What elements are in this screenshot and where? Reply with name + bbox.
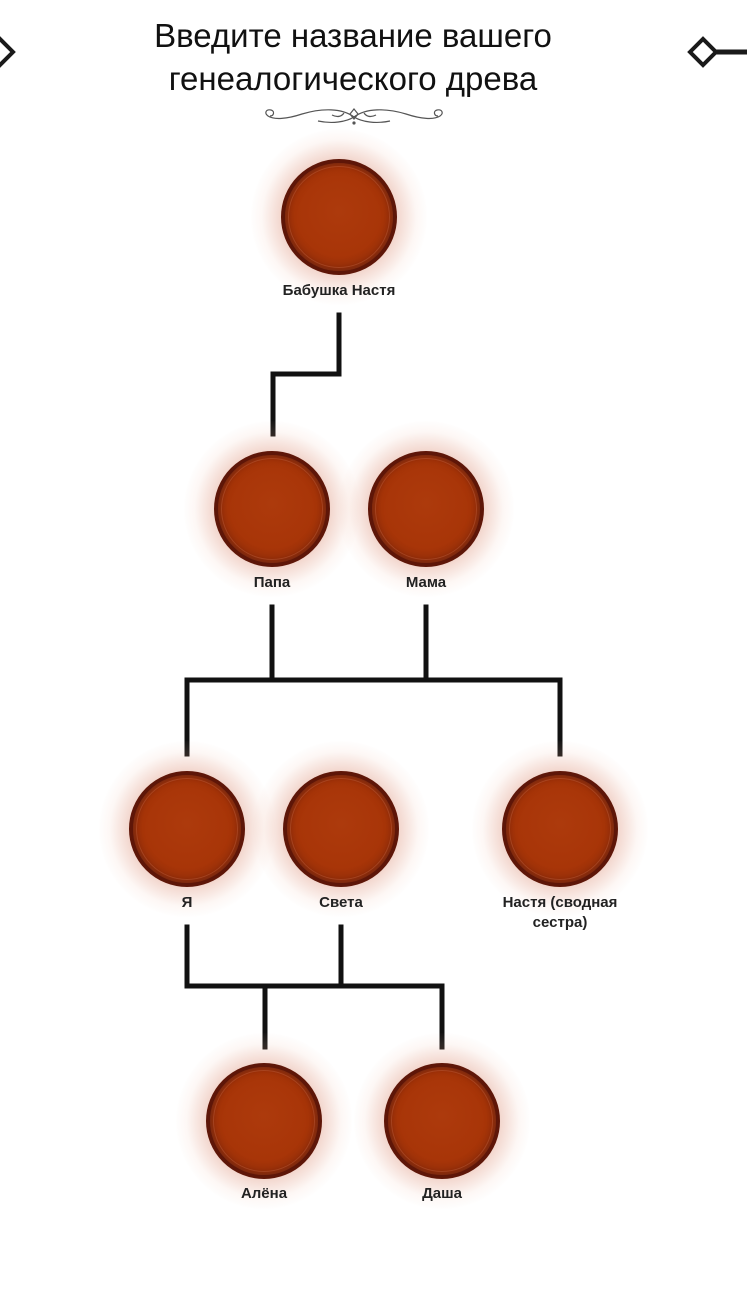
member-name[interactable]: Я <box>181 894 193 911</box>
member-name[interactable]: Алёна <box>240 1185 288 1202</box>
connector-grandma-dad <box>270 312 342 437</box>
member-photo[interactable] <box>368 451 484 567</box>
member-photo[interactable] <box>129 771 245 887</box>
tree-title-line-1: Введите название вашего <box>154 17 552 54</box>
member-photo[interactable] <box>384 1063 500 1179</box>
member-name[interactable]: Мама <box>405 574 447 591</box>
member-photo[interactable] <box>283 771 399 887</box>
member-name[interactable]: Света <box>319 894 363 911</box>
flourish-divider-icon <box>265 108 443 125</box>
member-name[interactable]: Настя (сводная сестра) <box>502 894 618 931</box>
member-photo[interactable] <box>206 1063 322 1179</box>
member-photo[interactable] <box>281 159 397 275</box>
diamond-key-icon <box>687 36 747 68</box>
member-photo[interactable] <box>214 451 330 567</box>
tree-title-line-2: генеалогического древа <box>168 60 538 97</box>
member-name[interactable]: Папа <box>253 574 291 591</box>
member-name[interactable]: Даша <box>422 1185 462 1202</box>
member-name[interactable]: Бабушка Настя <box>282 282 396 299</box>
diamond-icon <box>0 36 16 68</box>
member-photo[interactable] <box>502 771 618 887</box>
